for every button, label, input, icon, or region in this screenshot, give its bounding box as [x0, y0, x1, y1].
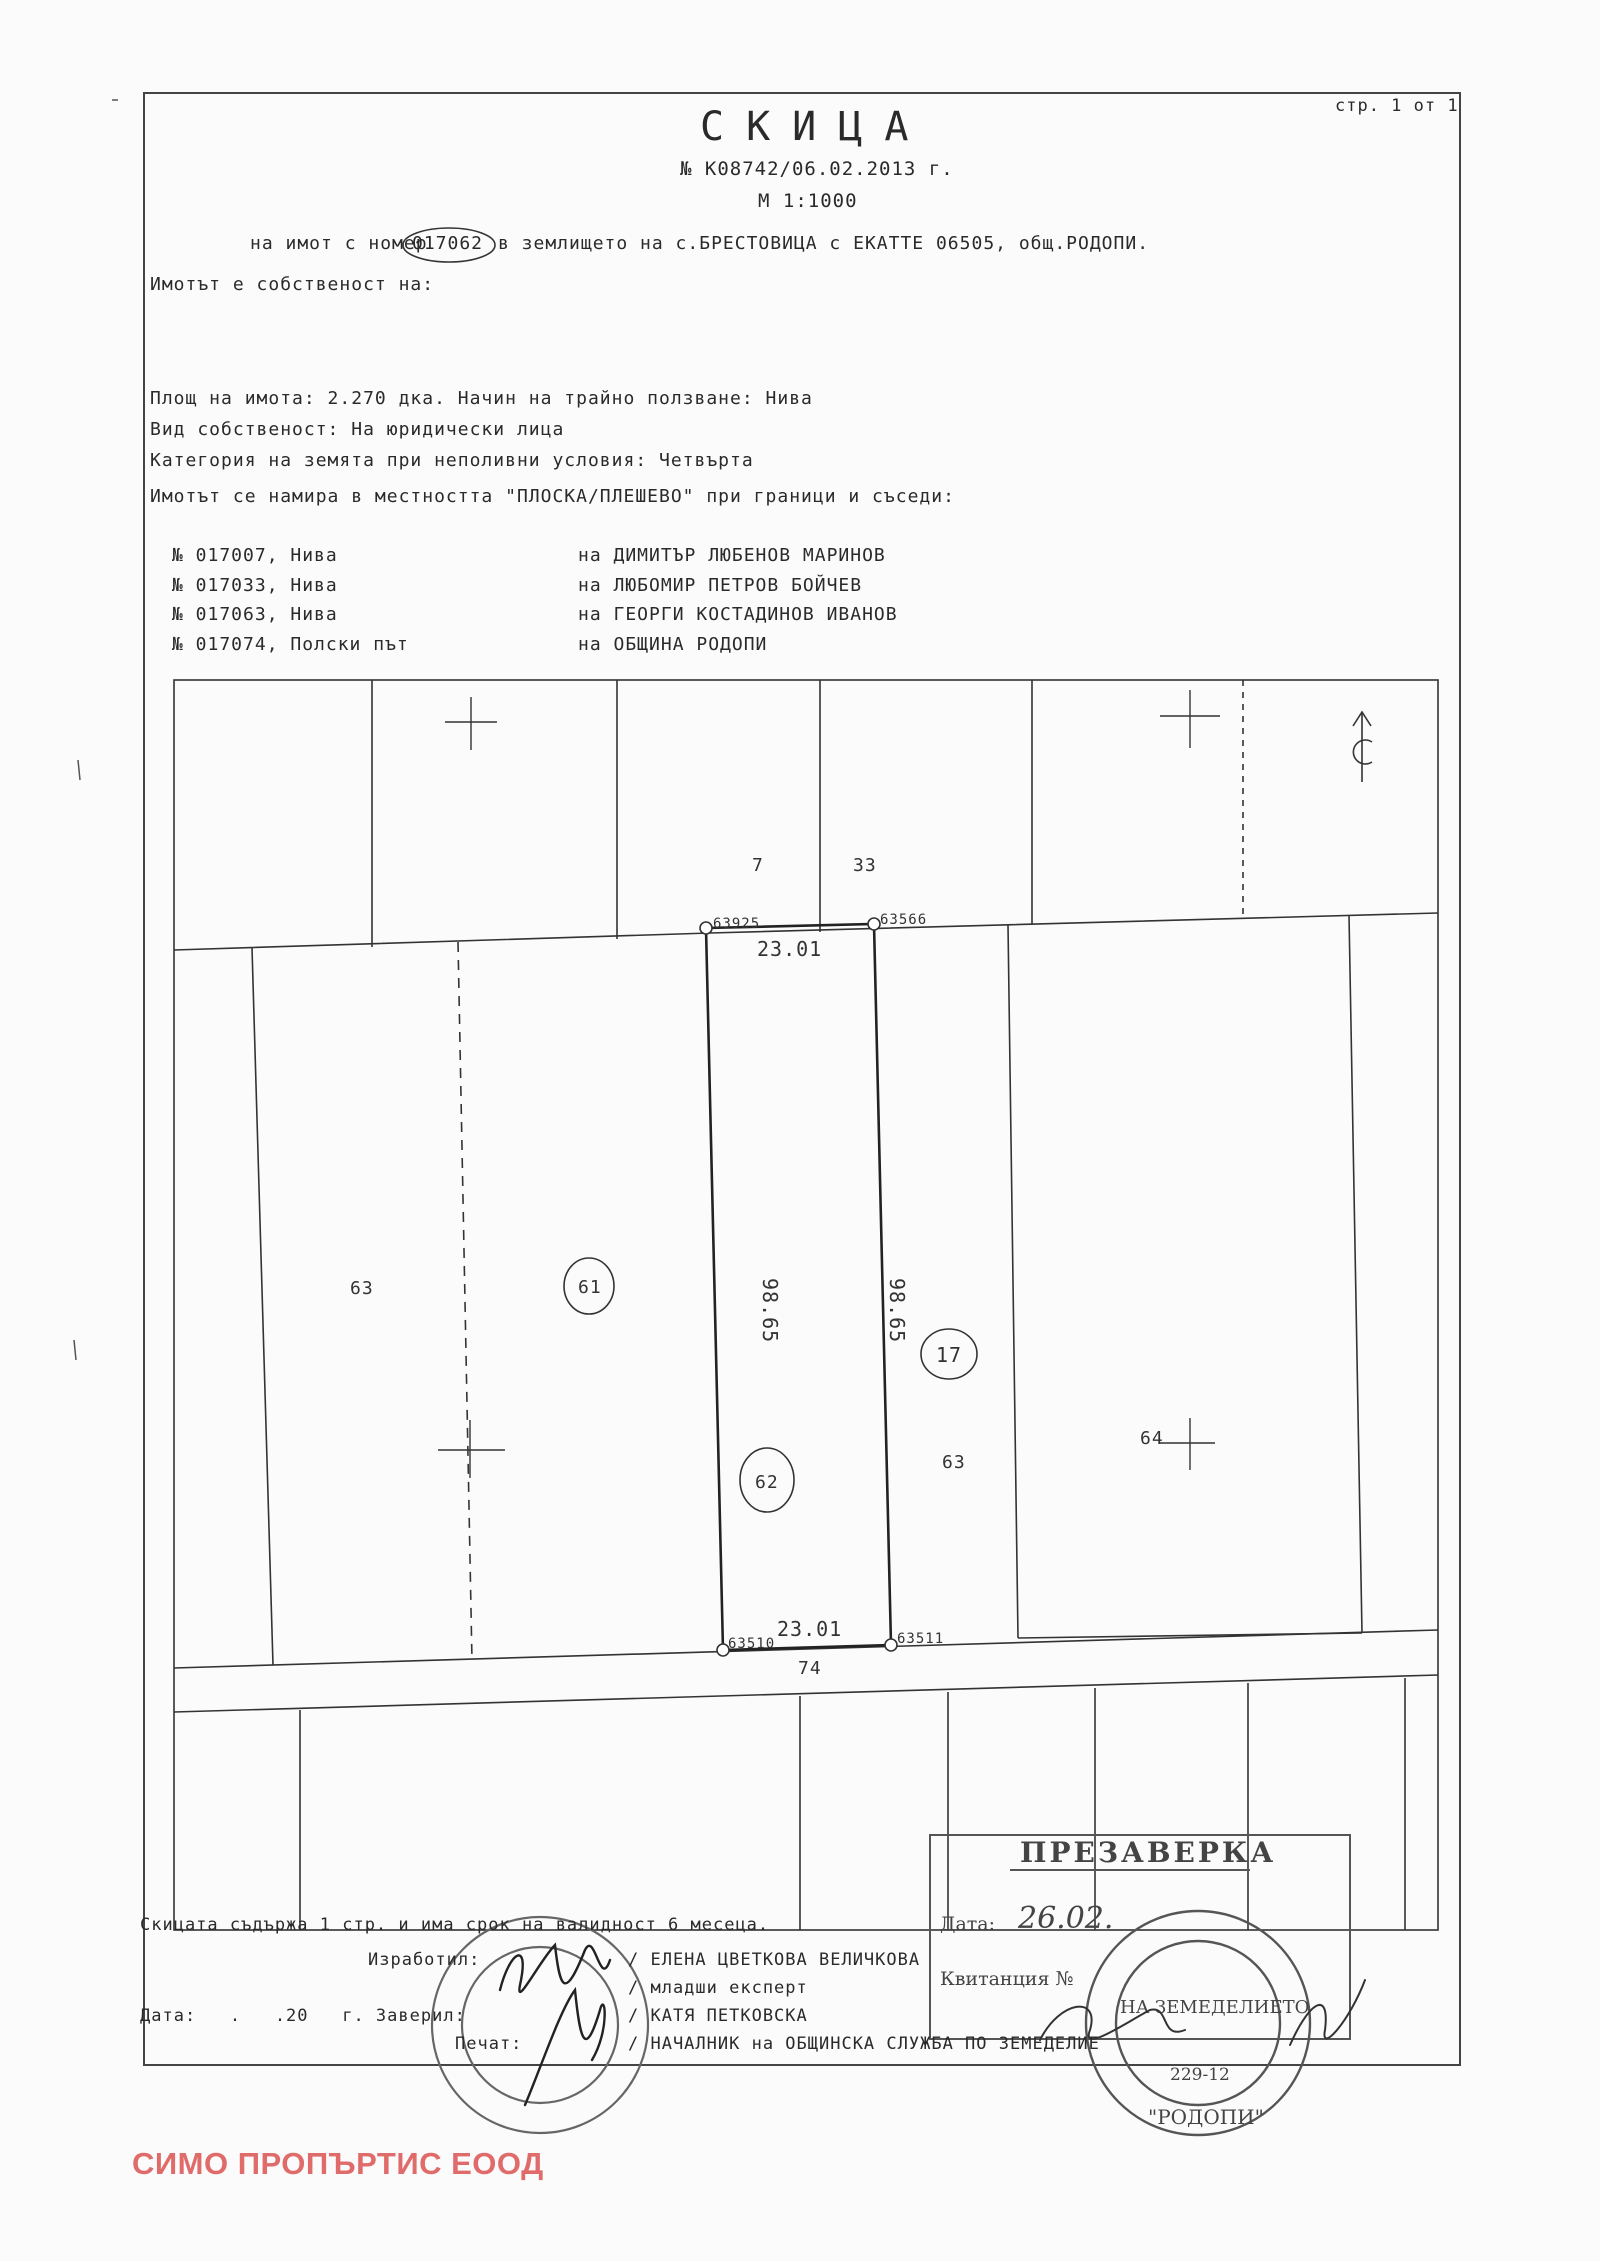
neighbor-owner: на ДИМИТЪР ЛЮБЕНОВ МАРИНОВ — [578, 545, 886, 566]
grid-cross-icon — [438, 1420, 505, 1478]
reverification-receipt: Квитанция № — [940, 1968, 1073, 1990]
north-arrow-icon — [1352, 710, 1373, 782]
parcel-label: 61 — [578, 1277, 602, 1298]
prepared-by-name: / ЕЛЕНА ЦВЕТКОВА ВЕЛИЧКОВА — [628, 1950, 921, 1970]
point-label: 63510 — [728, 1636, 775, 1652]
grid-cross-icon — [1160, 690, 1220, 748]
boundary-point-marker — [699, 921, 713, 935]
property-prefix: на имот с номер — [250, 233, 428, 254]
property-number: 017062 — [412, 233, 484, 254]
round-stamp — [1084, 1909, 1312, 2137]
grid-cross-icon — [1160, 1418, 1215, 1470]
ownership-line: Вид собственост: На юридически лица — [150, 419, 565, 440]
grid-cross-icon — [445, 697, 497, 750]
boundary-point-marker — [884, 1638, 898, 1652]
dimension-label: 98.65 — [885, 1278, 909, 1343]
point-label: 63511 — [897, 1631, 944, 1647]
prepared-by-label: Изработил: — [368, 1950, 481, 1970]
reverification-date: 26.02. — [1017, 1901, 1113, 1936]
reverification-date-label: Дата: — [940, 1913, 995, 1935]
parcel-label: 17 — [936, 1343, 962, 1367]
parcel-label: 33 — [853, 855, 877, 876]
parcel-label: 63 — [350, 1278, 374, 1299]
point-label: 63925 — [713, 916, 760, 932]
round-stamp-center: НА ЗЕМЕДЕЛИЕТО — [1120, 1997, 1309, 2018]
boundary-point-marker — [716, 1643, 730, 1657]
document-scale: М 1:1000 — [758, 190, 858, 212]
map-frame — [173, 679, 1439, 1931]
signature — [498, 1942, 612, 2107]
parcel-circle — [739, 1447, 795, 1513]
subject-parcel-outline — [704, 922, 893, 1652]
dimension-label: 23.01 — [777, 1617, 842, 1641]
parcel-label: 62 — [755, 1472, 779, 1493]
neighbor-id: № 017033, Нива — [172, 575, 338, 596]
neighbor-id: № 017063, Нива — [172, 604, 338, 625]
road-bottom-line — [173, 1674, 1439, 1713]
property-number-circle — [402, 227, 496, 263]
location-line: Имотът се намира в местността "ПЛОСКА/ПЛ… — [150, 486, 955, 507]
neighbor-owner: на ЛЮБОМИР ПЕТРОВ БОЙЧЕВ — [578, 575, 863, 596]
owner-line: Имотът е собственост на: — [150, 274, 435, 295]
parcel-label: 64 — [1140, 1428, 1164, 1449]
neighbor-id: № 017007, Нива — [172, 545, 338, 566]
parcel-label: 63 — [942, 1452, 966, 1473]
verified-by-role: / НАЧАЛНИК на ОБЩИНСКА СЛУЖБА ПО ЗЕМЕДЕЛ… — [628, 2034, 1100, 2054]
parcel-label: 74 — [798, 1658, 822, 1679]
neighbor-owner: на ОБЩИНА РОДОПИ — [578, 634, 768, 655]
date-line: Дата: . .20 г. Заверил: — [140, 2006, 466, 2026]
verified-by-name: / КАТЯ ПЕТКОВСКА — [628, 2006, 808, 2026]
property-suffix: в землището на с.БРЕСТОВИЦА с ЕКАТТЕ 065… — [498, 233, 1150, 254]
neighbor-owner: на ГЕОРГИ КОСТАДИНОВ ИВАНОВ — [578, 604, 898, 625]
dimension-label: 98.65 — [758, 1278, 782, 1343]
company-watermark: СИМО ПРОПЪРТИС ЕООД — [132, 2146, 544, 2181]
boundary-point-marker — [867, 917, 881, 931]
parcel-circle — [563, 1257, 615, 1315]
parcel-circle — [920, 1328, 978, 1380]
document-title: СКИЦА — [700, 104, 931, 150]
round-stamp-bottom: "РОДОПИ" — [1148, 2105, 1264, 2129]
round-stamp-code: 229-12 — [1170, 2065, 1230, 2085]
prepared-by-role: / младши експерт — [628, 1978, 808, 1998]
validity-note: Скицата съдържа 1 стр. и има срок на вал… — [140, 1915, 770, 1935]
area-line: Площ на имота: 2.270 дка. Начин на трайн… — [150, 388, 813, 409]
reverification-title: ПРЕЗАВЕРКА — [1020, 1836, 1276, 1869]
document-frame — [143, 92, 1461, 2066]
signature — [1039, 1979, 1366, 2046]
dimension-label: 23.01 — [757, 937, 822, 961]
reverification-stamp — [929, 1834, 1351, 2040]
document-number: № К08742/06.02.2013 г. — [680, 158, 954, 180]
round-stamp — [430, 1915, 650, 2135]
stamp-label: Печат: — [455, 2034, 523, 2054]
page-label: стр. 1 от 1 — [1335, 96, 1459, 116]
road-top-line — [173, 1629, 1439, 1669]
point-label: 63566 — [880, 912, 927, 928]
category-line: Категория на земята при неполивни услови… — [150, 450, 754, 471]
neighbor-id: № 017074, Полски път — [172, 634, 409, 655]
parcel-label: 7 — [752, 855, 764, 876]
